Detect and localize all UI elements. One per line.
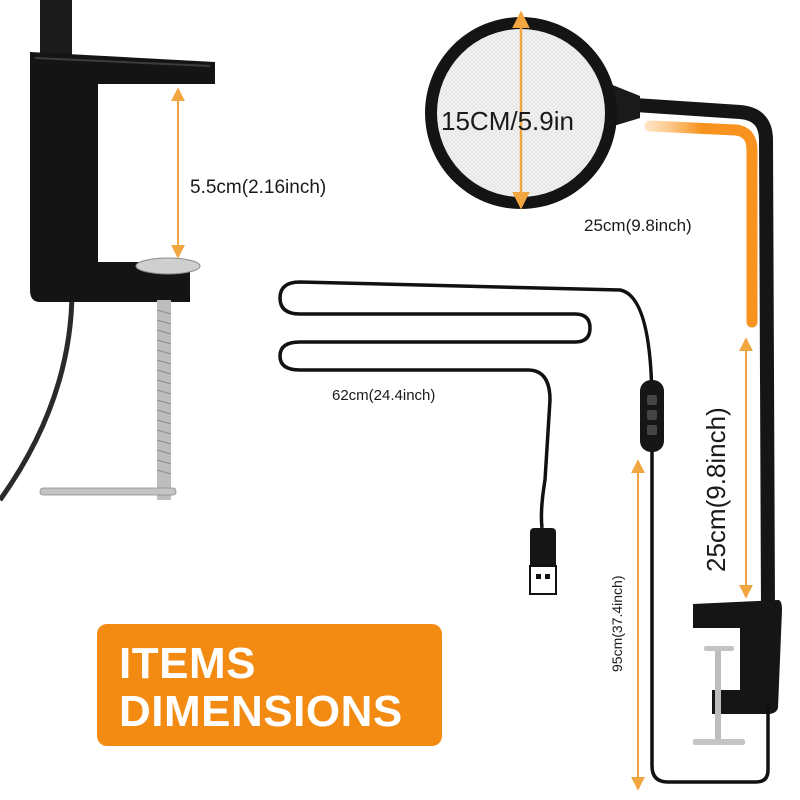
magnifier-lamp: 15CM/5.9in 25cm(9.8inch) 25cm(9.8inch) 6… — [278, 10, 782, 791]
diameter-label: 15CM/5.9in — [441, 106, 574, 136]
total-height-label: 95cm(37.4inch) — [609, 576, 625, 673]
usb-plug-connector — [529, 565, 557, 595]
led-strip — [644, 120, 758, 328]
base-clamp — [693, 600, 782, 714]
cable-length-label: 62cm(24.4inch) — [332, 387, 435, 404]
usb-plug-body — [530, 528, 556, 572]
usb-cable — [278, 280, 770, 784]
clamp-screw — [157, 300, 171, 500]
badge-title-line1: ITEMS — [119, 639, 256, 688]
clamp-pad — [135, 257, 201, 275]
gooseneck-segment — [40, 0, 72, 60]
clamp-body — [30, 52, 215, 302]
items-dimensions-badge: ITEMS DIMENSIONS — [97, 624, 442, 746]
clamp-opening-label: 5.5cm(2.16inch) — [190, 177, 326, 198]
clamp-closeup: 5.5cm(2.16inch) — [0, 0, 326, 502]
upper-arm-label: 25cm(9.8inch) — [584, 216, 692, 235]
lamp-arm — [613, 97, 775, 617]
badge-title-line2: DIMENSIONS — [119, 687, 403, 736]
clamp-handle — [39, 487, 177, 496]
lower-arm-label: 25cm(9.8inch) — [701, 407, 731, 572]
power-cord — [0, 289, 75, 502]
